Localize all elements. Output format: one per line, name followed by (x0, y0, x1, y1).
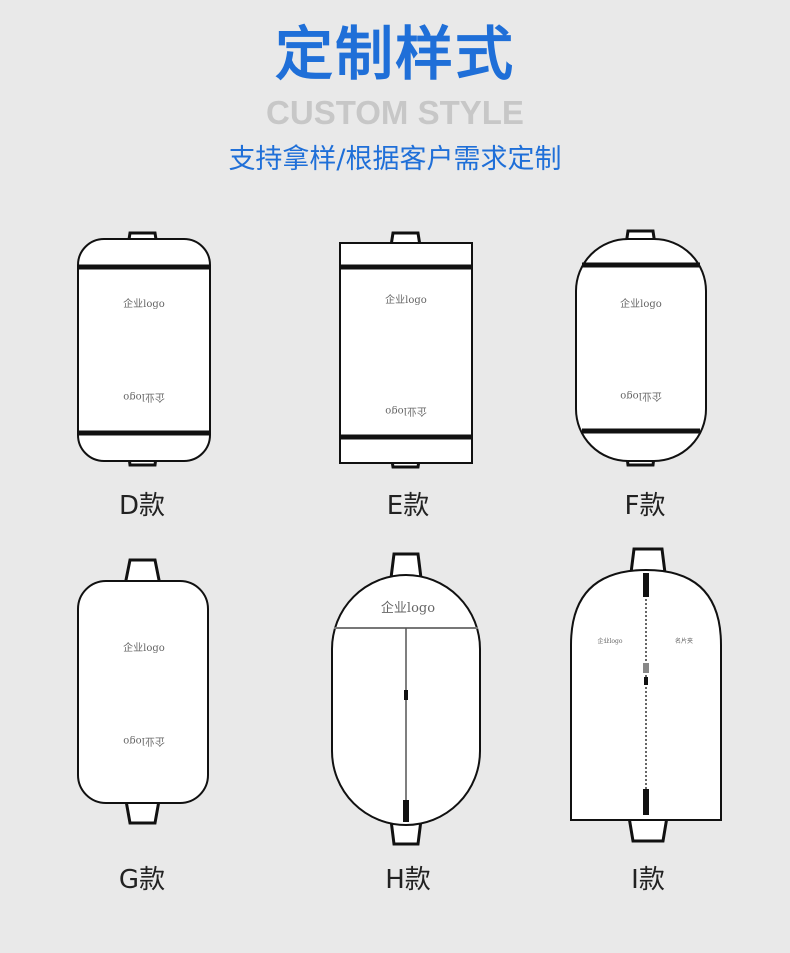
style-h-illustration: 企业logo (326, 550, 486, 850)
logo-right-text: 名片夹 (675, 637, 693, 645)
logo-top-text: 企业logo (598, 637, 623, 645)
page-subtitle-en: CUSTOM STYLE (266, 94, 524, 131)
style-i-label: I款 (631, 865, 665, 895)
page-tagline: 支持拿样/根据客户需求定制 (228, 144, 562, 175)
logo-bottom-text: 企业logo (620, 390, 662, 403)
logo-top-text: 企业logo (123, 641, 165, 654)
logo-bottom-text: 企业logo (123, 391, 165, 404)
logo-top-text: 企业logo (620, 297, 662, 310)
style-d-illustration: 企业logo 企业logo (70, 225, 220, 475)
page-title: 定制样式 (274, 20, 515, 88)
style-e-label: E款 (386, 491, 430, 521)
logo-top-text: 企业logo (385, 293, 427, 306)
logo-top-text: 企业logo (381, 600, 435, 616)
style-f-illustration: 企业logo 企业logo (568, 225, 718, 475)
style-f-label: F款 (624, 491, 666, 521)
style-h-label: H款 (385, 865, 431, 895)
logo-bottom-text: 企业logo (385, 405, 427, 418)
style-g-illustration: 企业logo 企业logo (70, 555, 220, 830)
logo-top-text: 企业logo (123, 297, 165, 310)
logo-bottom-text: 企业logo (123, 735, 165, 748)
style-e-illustration: 企业logo 企业logo (330, 225, 480, 475)
style-g-label: G款 (118, 865, 166, 895)
style-i-illustration: 企业logo 名片夹 (566, 545, 726, 845)
style-d-label: D款 (118, 491, 166, 521)
